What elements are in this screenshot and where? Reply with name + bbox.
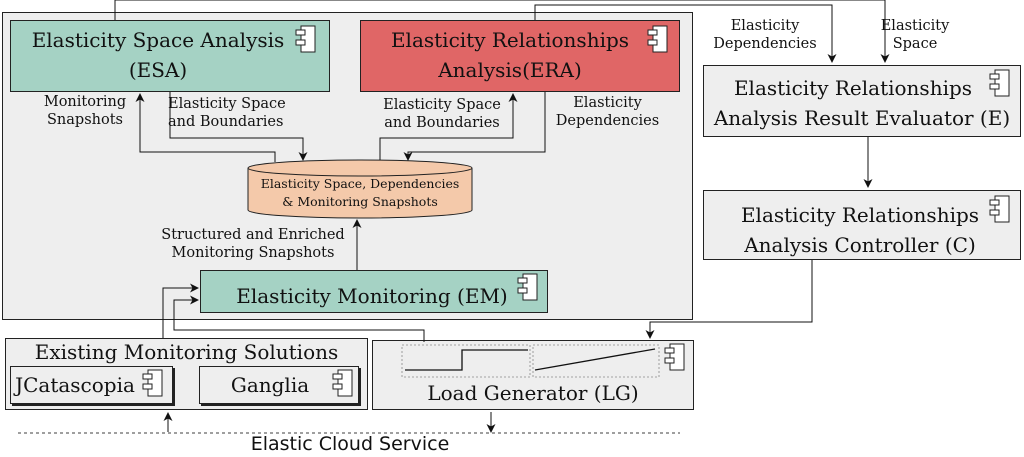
ganglia-component-icon [332,369,353,397]
arrow-lg-to-em [173,295,425,342]
label-era-dependencies: Elasticity Dependencies [555,95,660,130]
label-structured-snapshots: Structured and Enriched Monitoring Snaps… [161,227,345,262]
label-monitoring-snapshots: Monitoring Snapshots [43,94,127,129]
arrow-existing-to-em [162,283,199,338]
esa-box[interactable] [10,20,330,92]
label-top-dependencies: Elasticity Dependencies [713,18,817,53]
load-generator-title: Load Generator (LG) [427,381,639,405]
store-line2: & Monitoring Snapshots [282,194,438,209]
evaluator-component-icon [989,69,1010,97]
controller-component-icon [989,195,1010,223]
store-line1: Elasticity Space, Dependencies [260,176,460,191]
jcatascopia-label: JCatascopia [15,373,135,397]
em-title: Elasticity Monitoring (EM) [236,284,508,308]
label-era-space-boundaries: Elasticity Space and Boundaries [383,97,501,132]
evaluator-box[interactable] [703,65,1021,137]
era-abbr: Analysis(ERA) [438,58,582,82]
existing-monitoring-title: Existing Monitoring Solutions [34,340,339,364]
era-box[interactable] [360,20,680,92]
arrow-controller-to-lg [645,260,813,339]
data-store-cylinder[interactable] [247,159,473,219]
lg-component-icon [664,343,685,371]
esa-abbr: (ESA) [128,58,188,82]
controller-line1: Elasticity Relationships [740,203,980,227]
em-box[interactable] [200,270,548,313]
cloud-label: Elastic Cloud Service [250,433,450,455]
arrow-esa-to-evaluator [114,0,890,63]
controller-line2: Analysis Controller (C) [744,233,976,257]
arrow-esa-to-store [169,92,308,161]
era-title: Elasticity Relationships [390,28,630,52]
label-top-space: Elasticity Space [880,18,950,53]
arrow-store-to-era [379,93,518,160]
arrow-era-to-evaluator [534,4,837,63]
era-component-icon [647,25,668,53]
evaluator-line2: Analysis Result Evaluator (E) [713,106,1011,130]
load-profile-graphic [401,344,660,378]
esa-component-icon [295,25,316,53]
controller-box[interactable] [703,190,1021,260]
ganglia-box[interactable] [199,366,359,404]
evaluator-line1: Elasticity Relationships [733,76,973,100]
ganglia-label: Ganglia [230,373,310,397]
esa-title: Elasticity Space Analysis [31,28,285,52]
label-esa-space-boundaries: Elasticity Space and Boundaries [168,96,286,131]
arrow-era-to-store [403,92,546,161]
em-component-icon [517,273,538,301]
arrow-store-to-esa [135,93,276,162]
jcatascopia-component-icon [142,369,163,397]
